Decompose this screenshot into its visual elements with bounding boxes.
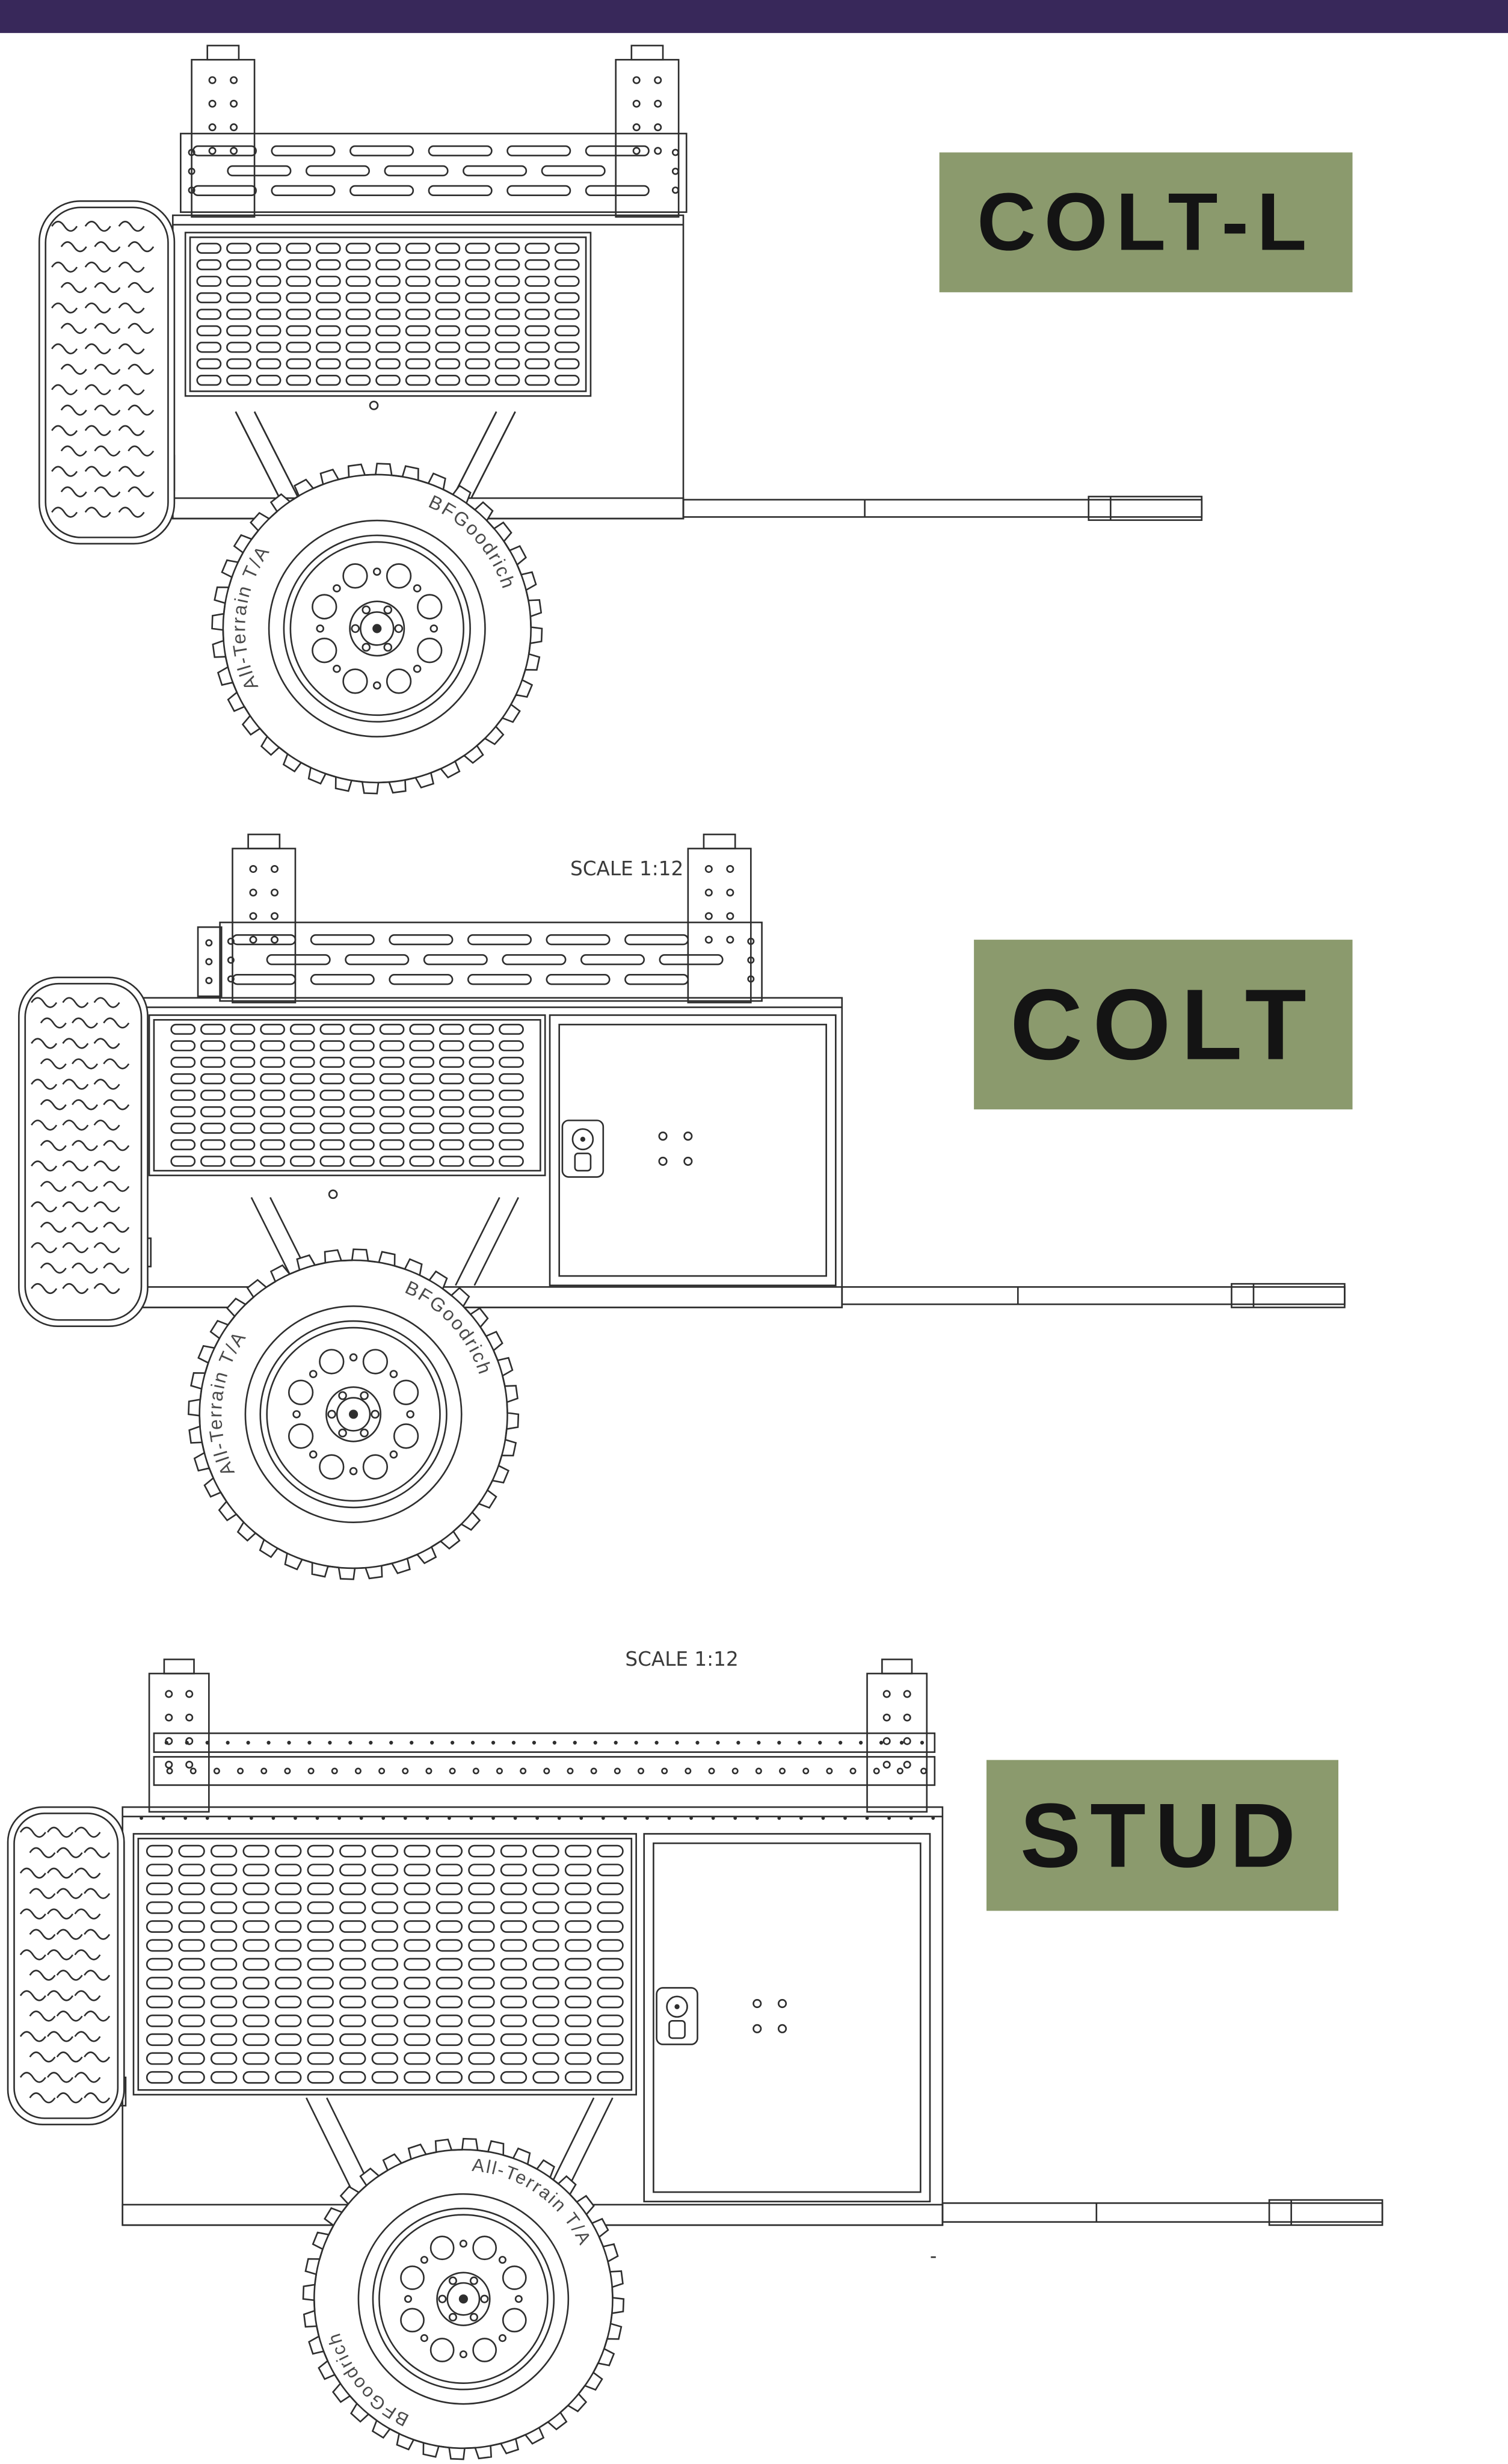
scale-annotation-2: SCALE 1:12 (625, 1646, 739, 1671)
toolbox-door (549, 1014, 837, 1287)
badge-stud-label: STUD (1020, 1784, 1305, 1886)
cargo-rack (219, 922, 763, 1002)
dash-annotation: - (930, 2244, 937, 2268)
tongue-bar (941, 2199, 1383, 2226)
scale-annotation-1: SCALE 1:12 (570, 856, 684, 880)
badge-stud: STUD (986, 1760, 1338, 1911)
badge-colt: COLT (974, 940, 1353, 1110)
rack-post (191, 45, 256, 218)
cargo-rack (180, 132, 688, 213)
rack-post (615, 45, 680, 218)
rack-post (148, 1659, 210, 1813)
rack-rail (153, 1732, 936, 1786)
rack-post (687, 833, 752, 1003)
toolbox-door (643, 1833, 931, 2202)
tongue-bar (841, 1283, 1346, 1308)
top-bar (0, 0, 1508, 33)
spare-tire (38, 200, 176, 545)
perforated-panel (184, 232, 592, 397)
rack-post (232, 833, 297, 1003)
tongue-bar (682, 496, 1203, 521)
perforated-panel (132, 1833, 637, 2096)
badge-colt-l: COLT-L (939, 152, 1353, 292)
trailer-body (137, 997, 843, 1308)
rack-post (866, 1659, 928, 1813)
spare-tire (7, 1806, 125, 2126)
perforated-panel (148, 1014, 546, 1177)
badge-colt-l-label: COLT-L (977, 176, 1315, 268)
badge-colt-label: COLT (1010, 968, 1317, 1082)
spare-tire (18, 976, 149, 1328)
